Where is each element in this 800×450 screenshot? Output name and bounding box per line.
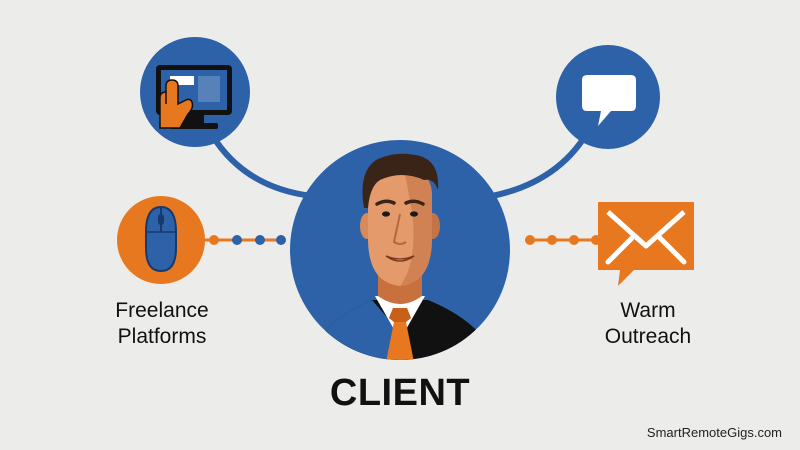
envelope-icon xyxy=(598,202,694,286)
label-freelance-platforms: Freelance Platforms xyxy=(82,298,242,350)
computer-hand-icon xyxy=(140,37,250,147)
label-line-2: Platforms xyxy=(117,325,207,348)
connector-top-left xyxy=(209,132,315,199)
dotted-connector-left xyxy=(200,235,286,245)
label-warm-outreach: Warm Outreach xyxy=(568,298,728,350)
connector-top-right xyxy=(489,125,593,199)
label-line-2: Outreach xyxy=(604,325,692,348)
label-line-1: Warm xyxy=(620,299,676,322)
label-client: CLIENT xyxy=(329,372,471,414)
dotted-connector-right xyxy=(525,235,601,245)
watermark: SmartRemoteGigs.com xyxy=(646,425,782,440)
label-line-1: Freelance xyxy=(115,299,209,322)
chat-bubble-icon xyxy=(556,45,660,149)
businessman-avatar xyxy=(290,140,510,360)
mouse-icon xyxy=(117,196,205,284)
